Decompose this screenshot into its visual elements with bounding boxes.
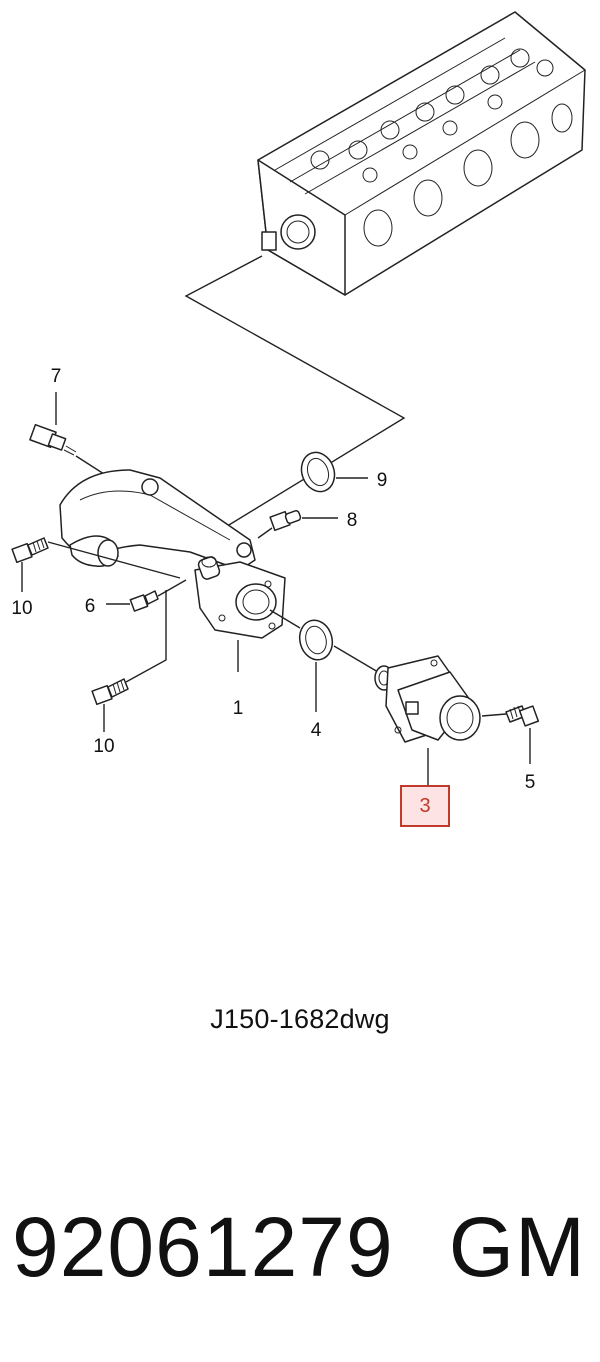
part-number: 92061279 — [12, 1200, 394, 1294]
water-outlet-housing — [59, 469, 286, 639]
bolt-10-upper — [11, 537, 181, 592]
callout-3-label[interactable]: 3 — [419, 795, 430, 817]
callout-4-label: 4 — [311, 720, 322, 741]
cylinder-head — [257, 11, 586, 296]
thermostat-housing-3 — [374, 655, 481, 786]
gasket-4 — [269, 609, 379, 712]
exploded-parts-diagram: 3 1 4 5 6 7 8 9 10 10 — [11, 11, 586, 827]
drawing-code: J150-1682dwg — [210, 1004, 390, 1034]
bolt-5 — [481, 705, 540, 764]
bleeder-screw-8 — [257, 510, 338, 539]
temperature-sensor — [29, 392, 105, 475]
callout-7-label: 7 — [51, 366, 62, 387]
bolt-6 — [106, 579, 187, 612]
callout-10-upper-label: 10 — [11, 598, 32, 619]
callout-5-label: 5 — [525, 772, 536, 793]
callout-1-label: 1 — [233, 698, 244, 719]
callout-10-lower-label: 10 — [93, 736, 114, 757]
callout-8-label: 8 — [347, 510, 358, 531]
callout-9-label: 9 — [377, 470, 388, 491]
head-leader-line — [184, 255, 406, 529]
callout-6-label: 6 — [85, 596, 96, 617]
gasket-9 — [300, 451, 368, 493]
bolt-10-lower — [91, 590, 167, 732]
brand-name: GM — [448, 1200, 586, 1294]
callout-3-highlight-box[interactable] — [400, 785, 450, 827]
